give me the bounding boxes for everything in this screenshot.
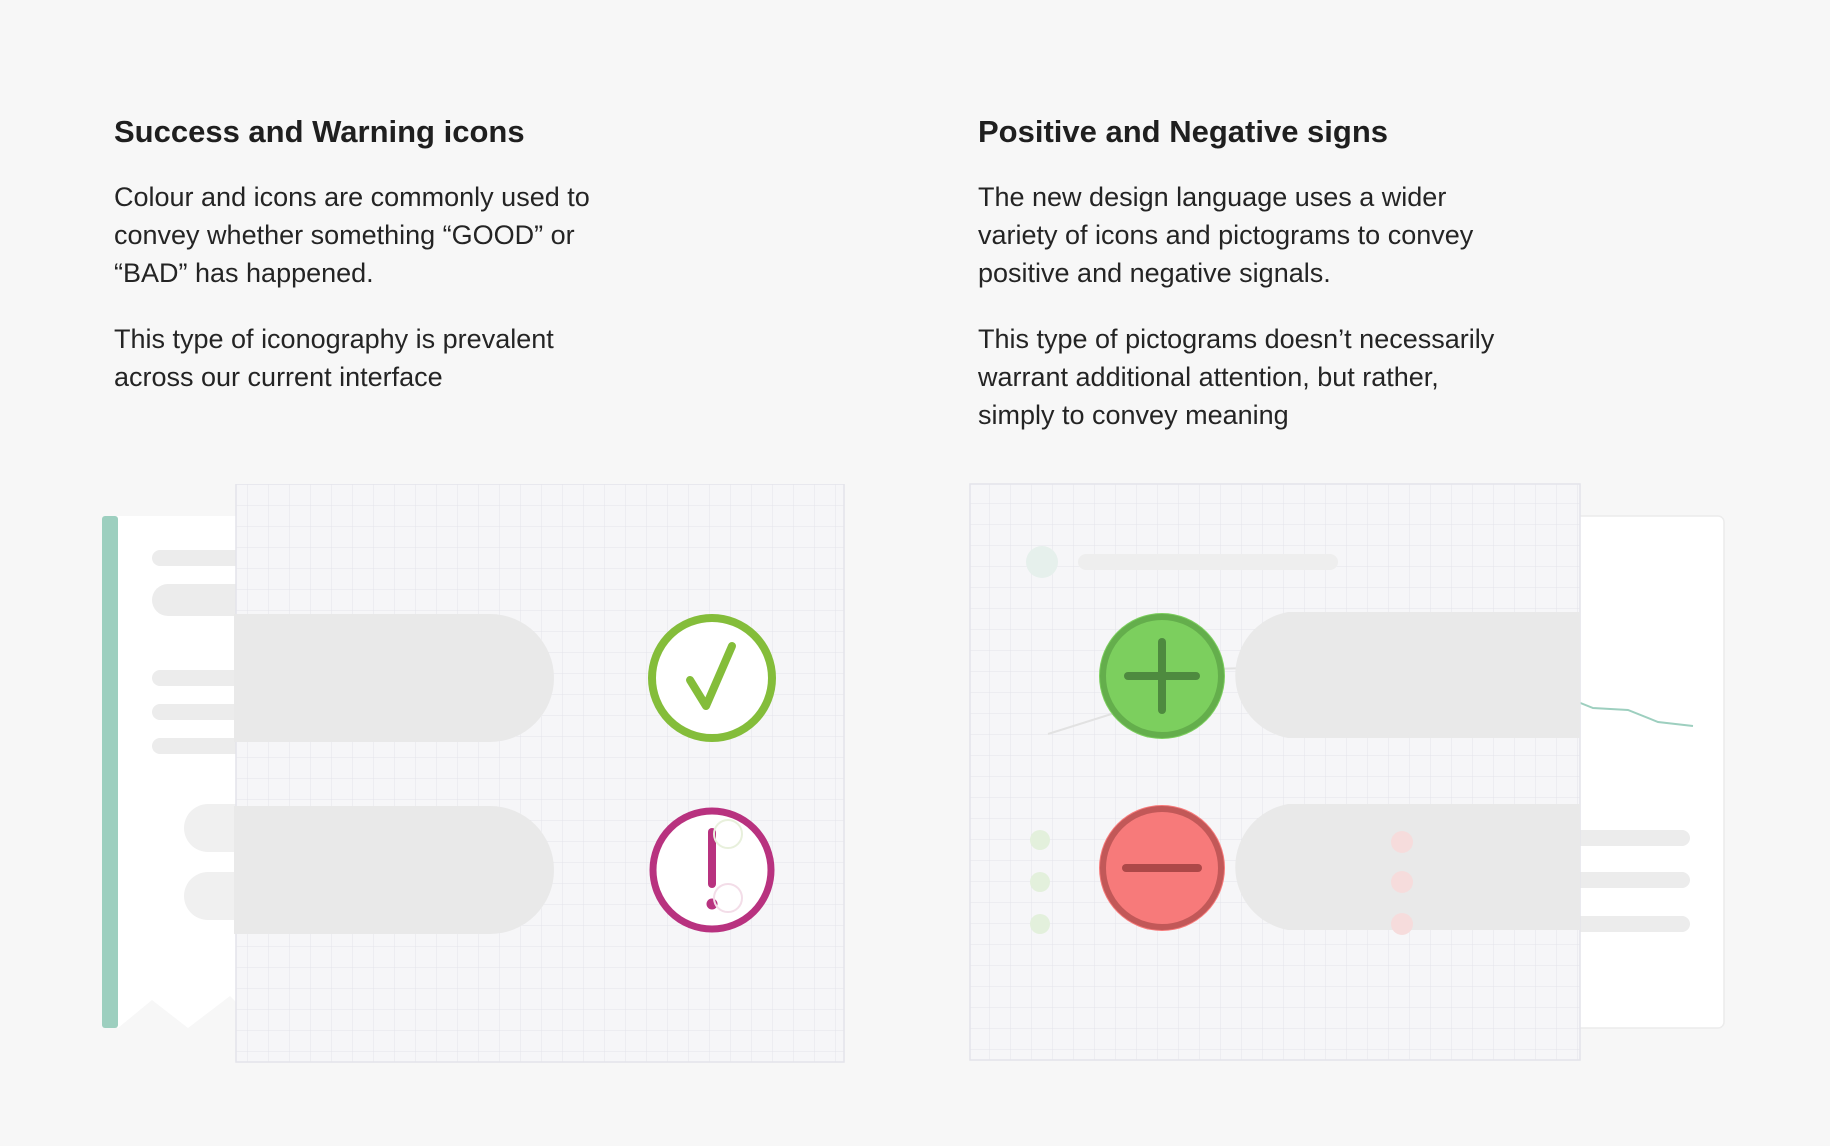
success-warning-section: Success and Warning icons Colour and ico… bbox=[114, 112, 754, 424]
section-title-success-warning: Success and Warning icons bbox=[114, 114, 525, 149]
text-line: convey whether something “GOOD” or bbox=[114, 220, 575, 250]
text-line: warrant additional attention, but rather… bbox=[978, 362, 1439, 392]
positive-negative-section: Positive and Negative signs The new desi… bbox=[978, 112, 1618, 462]
check-circle-icon bbox=[648, 614, 776, 742]
text-line: across our current interface bbox=[114, 362, 443, 392]
paragraph-pictograms-meaning: This type of pictograms doesn’t necessar… bbox=[978, 320, 1618, 434]
text-line: Colour and icons are commonly used to bbox=[114, 182, 590, 212]
plus-circle-icon bbox=[1099, 613, 1225, 739]
success-warning-illustration bbox=[100, 484, 850, 1064]
blurred-pill-top bbox=[234, 614, 554, 742]
minus-circle-icon bbox=[1099, 805, 1225, 931]
illustration-canvas-right bbox=[969, 483, 1725, 1061]
paragraph-iconography-prevalent: This type of iconography is prevalent ac… bbox=[114, 320, 754, 396]
blurred-pill-bottom bbox=[1224, 804, 1580, 930]
paragraph-design-language: The new design language uses a wider var… bbox=[978, 178, 1618, 292]
text-line: This type of iconography is prevalent bbox=[114, 324, 554, 354]
paragraph-colour-icons: Colour and icons are commonly used to co… bbox=[114, 178, 754, 292]
text-line: simply to convey meaning bbox=[978, 400, 1289, 430]
section-title-positive-negative: Positive and Negative signs bbox=[978, 114, 1389, 149]
text-line: “BAD” has happened. bbox=[114, 258, 374, 288]
exclamation-circle-icon bbox=[649, 807, 775, 933]
text-line: positive and negative signals. bbox=[978, 258, 1331, 288]
receipt-accent-bar bbox=[102, 516, 118, 1028]
illustration-canvas-left bbox=[102, 484, 845, 1063]
trend-line bbox=[1567, 697, 1694, 727]
text-line: The new design language uses a wider bbox=[978, 182, 1447, 212]
text-line: variety of icons and pictograms to conve… bbox=[978, 220, 1474, 250]
blurred-pill-bottom bbox=[234, 806, 554, 934]
positive-negative-illustration bbox=[968, 482, 1730, 1062]
blurred-pill-top bbox=[1224, 612, 1580, 738]
text-line: This type of pictograms doesn’t necessar… bbox=[978, 324, 1495, 354]
